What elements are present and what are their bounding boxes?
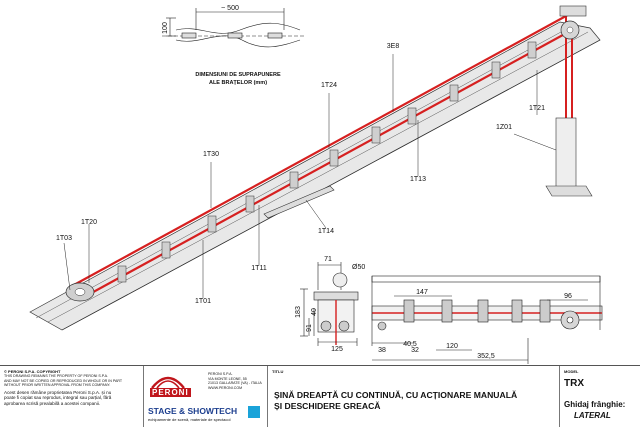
callout-1t14: 1T14 (318, 228, 334, 235)
peroni-logo-icon (151, 376, 185, 389)
address-line-2: VIA MONTE LEONE, 55 (208, 376, 247, 381)
peroni-address: PERONI S.P.A. VIA MONTE LEONE, 55 21013 … (208, 372, 262, 390)
copyright-line-2: AND MAY NOT BE COPIED OR REPRODUCED IN W… (4, 378, 123, 383)
side-dim-120: 120 (446, 343, 458, 350)
guide-label: Ghidaj frânghie: (564, 400, 626, 409)
callout-group: 3E8 1T24 1T21 1Z01 1T30 1T13 1T20 1T03 1T14 1T11 1… (56, 43, 545, 305)
brand-cell: PERONI PERONI S.P.A. VIA MONTE LEONE, 55… (144, 366, 268, 427)
callout-1t03: 1T03 (56, 235, 72, 242)
stage-logo-icon (248, 406, 260, 418)
address-line-4: www.peroni.com (208, 385, 243, 390)
callout-1t20: 1T20 (81, 219, 97, 226)
callout-1t01: 1T01 (195, 298, 211, 305)
address-line-3: 21013 GALLARATE (VA) - ITALIA (208, 381, 262, 386)
section-dim-h2: 91 (306, 324, 313, 332)
stage-subtitle: echipamente de scenă, materiale de spect… (148, 417, 231, 422)
section-view (300, 262, 359, 346)
floor-bracket (555, 117, 577, 189)
overlap-width-dim: ~ 500 (221, 5, 239, 12)
peroni-brand: PERONI (150, 388, 191, 397)
callout-1t11: 1T11 (251, 265, 267, 272)
callout-1z01: 1Z01 (496, 124, 512, 131)
side-dim-147: 147 (416, 289, 428, 296)
section-dim-dia: Ø50 (352, 264, 365, 271)
model-cell: MODEL TRX Ghidaj frânghie: LATERAL (560, 366, 640, 427)
ro-line-1: Acest desen rămâne proprietatea Peroni S… (4, 389, 112, 395)
side-arm (263, 185, 335, 219)
side-dim-38: 38 (378, 347, 386, 354)
ro-line-2: poate fi copiat sau reprodus, integral s… (4, 395, 112, 401)
callout-1t13: 1T13 (410, 176, 426, 183)
address-line-1: PERONI S.P.A. (208, 372, 233, 376)
section-dim-h1: 183 (295, 306, 302, 318)
title-label: TITLU (272, 369, 284, 374)
side-dim-352-5: 352,5 (477, 353, 495, 360)
callout-1t21: 1T21 (529, 105, 545, 112)
callout-1t24: 1T24 (321, 82, 337, 89)
section-dim-h3: 40 (311, 308, 318, 316)
stage-showtech-brand: STAGE & SHOWTECH (148, 406, 238, 416)
callout-3e8: 3E8 (387, 43, 400, 50)
overlap-height-dim: 100 (162, 22, 169, 34)
copyright-line-1: THIS DRAWING REMAINS THE PROPERTY OF PER… (4, 374, 109, 378)
side-dim-96: 96 (564, 293, 572, 300)
technical-drawing: ~ 500 100 DIMENSIUNI DE SUPRAPUNERE ALE … (29, 5, 603, 364)
side-dim-40-5: 40,5 (403, 341, 417, 348)
rail-assembly (29, 5, 601, 331)
ro-line-3: aprobarea scrisă prealabilă a acestei co… (4, 400, 101, 406)
side-dim-32: 32 (411, 347, 419, 354)
title-block: © PERONI S.P.A. COPYRIGHT THIS DRAWING R… (0, 365, 640, 427)
title-line-2: ȘI DESCHIDERE GREACĂ (274, 401, 381, 411)
section-dim-top: 71 (324, 256, 332, 263)
guide-value: LATERAL (574, 411, 611, 420)
model-value: TRX (564, 378, 584, 389)
overlap-caption-1: DIMENSIUNI DE SUPRAPUNERE (195, 72, 281, 78)
rope-upper (71, 15, 567, 287)
section-dim-bottom: 125 (331, 346, 343, 353)
overlap-detail (162, 8, 306, 48)
side-view (371, 275, 603, 364)
copyright-cell: © PERONI S.P.A. COPYRIGHT THIS DRAWING R… (0, 366, 144, 427)
copyright-line-3: WITHOUT PRIOR WRITTEN APPROVAL FROM THIS… (4, 383, 111, 388)
title-cell: TITLU ȘINĂ DREAPTĂ CU CONTINUĂ, CU ACȚIO… (268, 366, 560, 427)
callout-1t30: 1T30 (203, 151, 219, 158)
copyright-title: © PERONI S.P.A. COPYRIGHT (4, 369, 61, 374)
model-label: MODEL (564, 369, 579, 374)
title-line-1: ȘINĂ DREAPTĂ CU CONTINUĂ, CU ACȚIONARE M… (274, 390, 518, 400)
overlap-caption-2: ALE BRAȚELOR (mm) (209, 80, 267, 86)
